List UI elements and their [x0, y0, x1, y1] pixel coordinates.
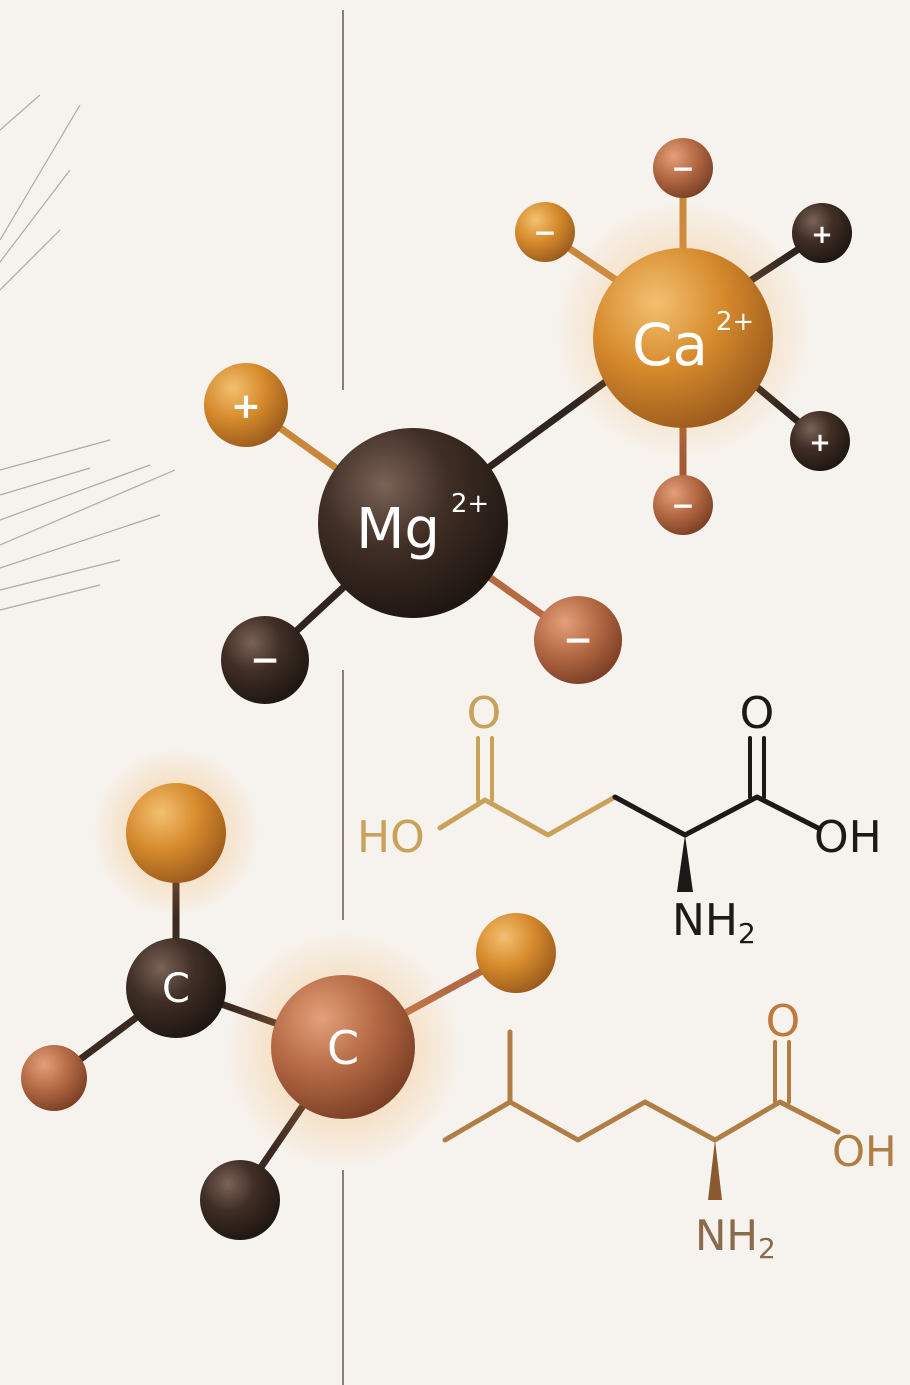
atom-right [476, 913, 556, 993]
plus-sign: + [809, 428, 831, 458]
ca-satellite-top: − [653, 138, 713, 198]
leu-nh2-sub: 2 [758, 1232, 776, 1265]
c2-symbol: C [327, 1021, 359, 1075]
minus-sign: − [563, 620, 593, 661]
mg-charge: 2+ [451, 489, 489, 519]
feather-decoration [0, 94, 176, 611]
atom-top [126, 783, 226, 883]
carbon-atom-2: C [271, 975, 415, 1119]
leu-nh2-n: NH [695, 1211, 758, 1260]
glu-nh2: NH2 [672, 895, 756, 950]
atom-left [21, 1045, 87, 1111]
leu-oh: OH [832, 1127, 897, 1176]
minus-sign: − [250, 640, 280, 681]
glu-nh2-sub: 2 [738, 917, 756, 950]
atom-bottom [200, 1160, 280, 1240]
glu-o-right: O [740, 688, 775, 739]
leucine-structure [442, 1029, 841, 1143]
ca-satellite-right-top: + [792, 203, 852, 263]
minus-sign: − [671, 489, 694, 522]
ca-satellite-right-bottom: + [790, 411, 850, 471]
leu-wedge-bond [708, 1140, 722, 1200]
mg-ion: Mg 2+ [318, 428, 508, 618]
minus-sign: − [671, 152, 694, 185]
plus-sign: + [231, 386, 261, 427]
c1-symbol: C [162, 966, 190, 1012]
minus-sign: − [533, 216, 556, 249]
ca-ion: Ca 2+ [593, 248, 773, 428]
ca-symbol: Ca [632, 311, 708, 379]
glu-nh2-n: NH [672, 895, 738, 946]
ca-charge: 2+ [716, 307, 754, 337]
plus-sign: + [811, 220, 833, 250]
ca-satellite-left: − [515, 202, 575, 262]
glu-wedge-bond [677, 835, 693, 892]
mg-satellite-bottom-left: − [221, 616, 309, 704]
glu-ho: HO [357, 812, 425, 863]
mg-satellite-bottom-right: − [534, 596, 622, 684]
glutamic-acid-structure [437, 736, 821, 838]
mg-symbol: Mg [356, 497, 440, 562]
glu-oh: OH [814, 812, 882, 863]
glu-o-left: O [467, 688, 502, 739]
leu-nh2: NH2 [695, 1211, 776, 1265]
ca-satellite-bottom: − [653, 475, 713, 535]
carbon-atom-1: C [126, 938, 226, 1038]
mg-satellite-top-left: + [204, 363, 288, 447]
leu-o: O [766, 996, 801, 1047]
